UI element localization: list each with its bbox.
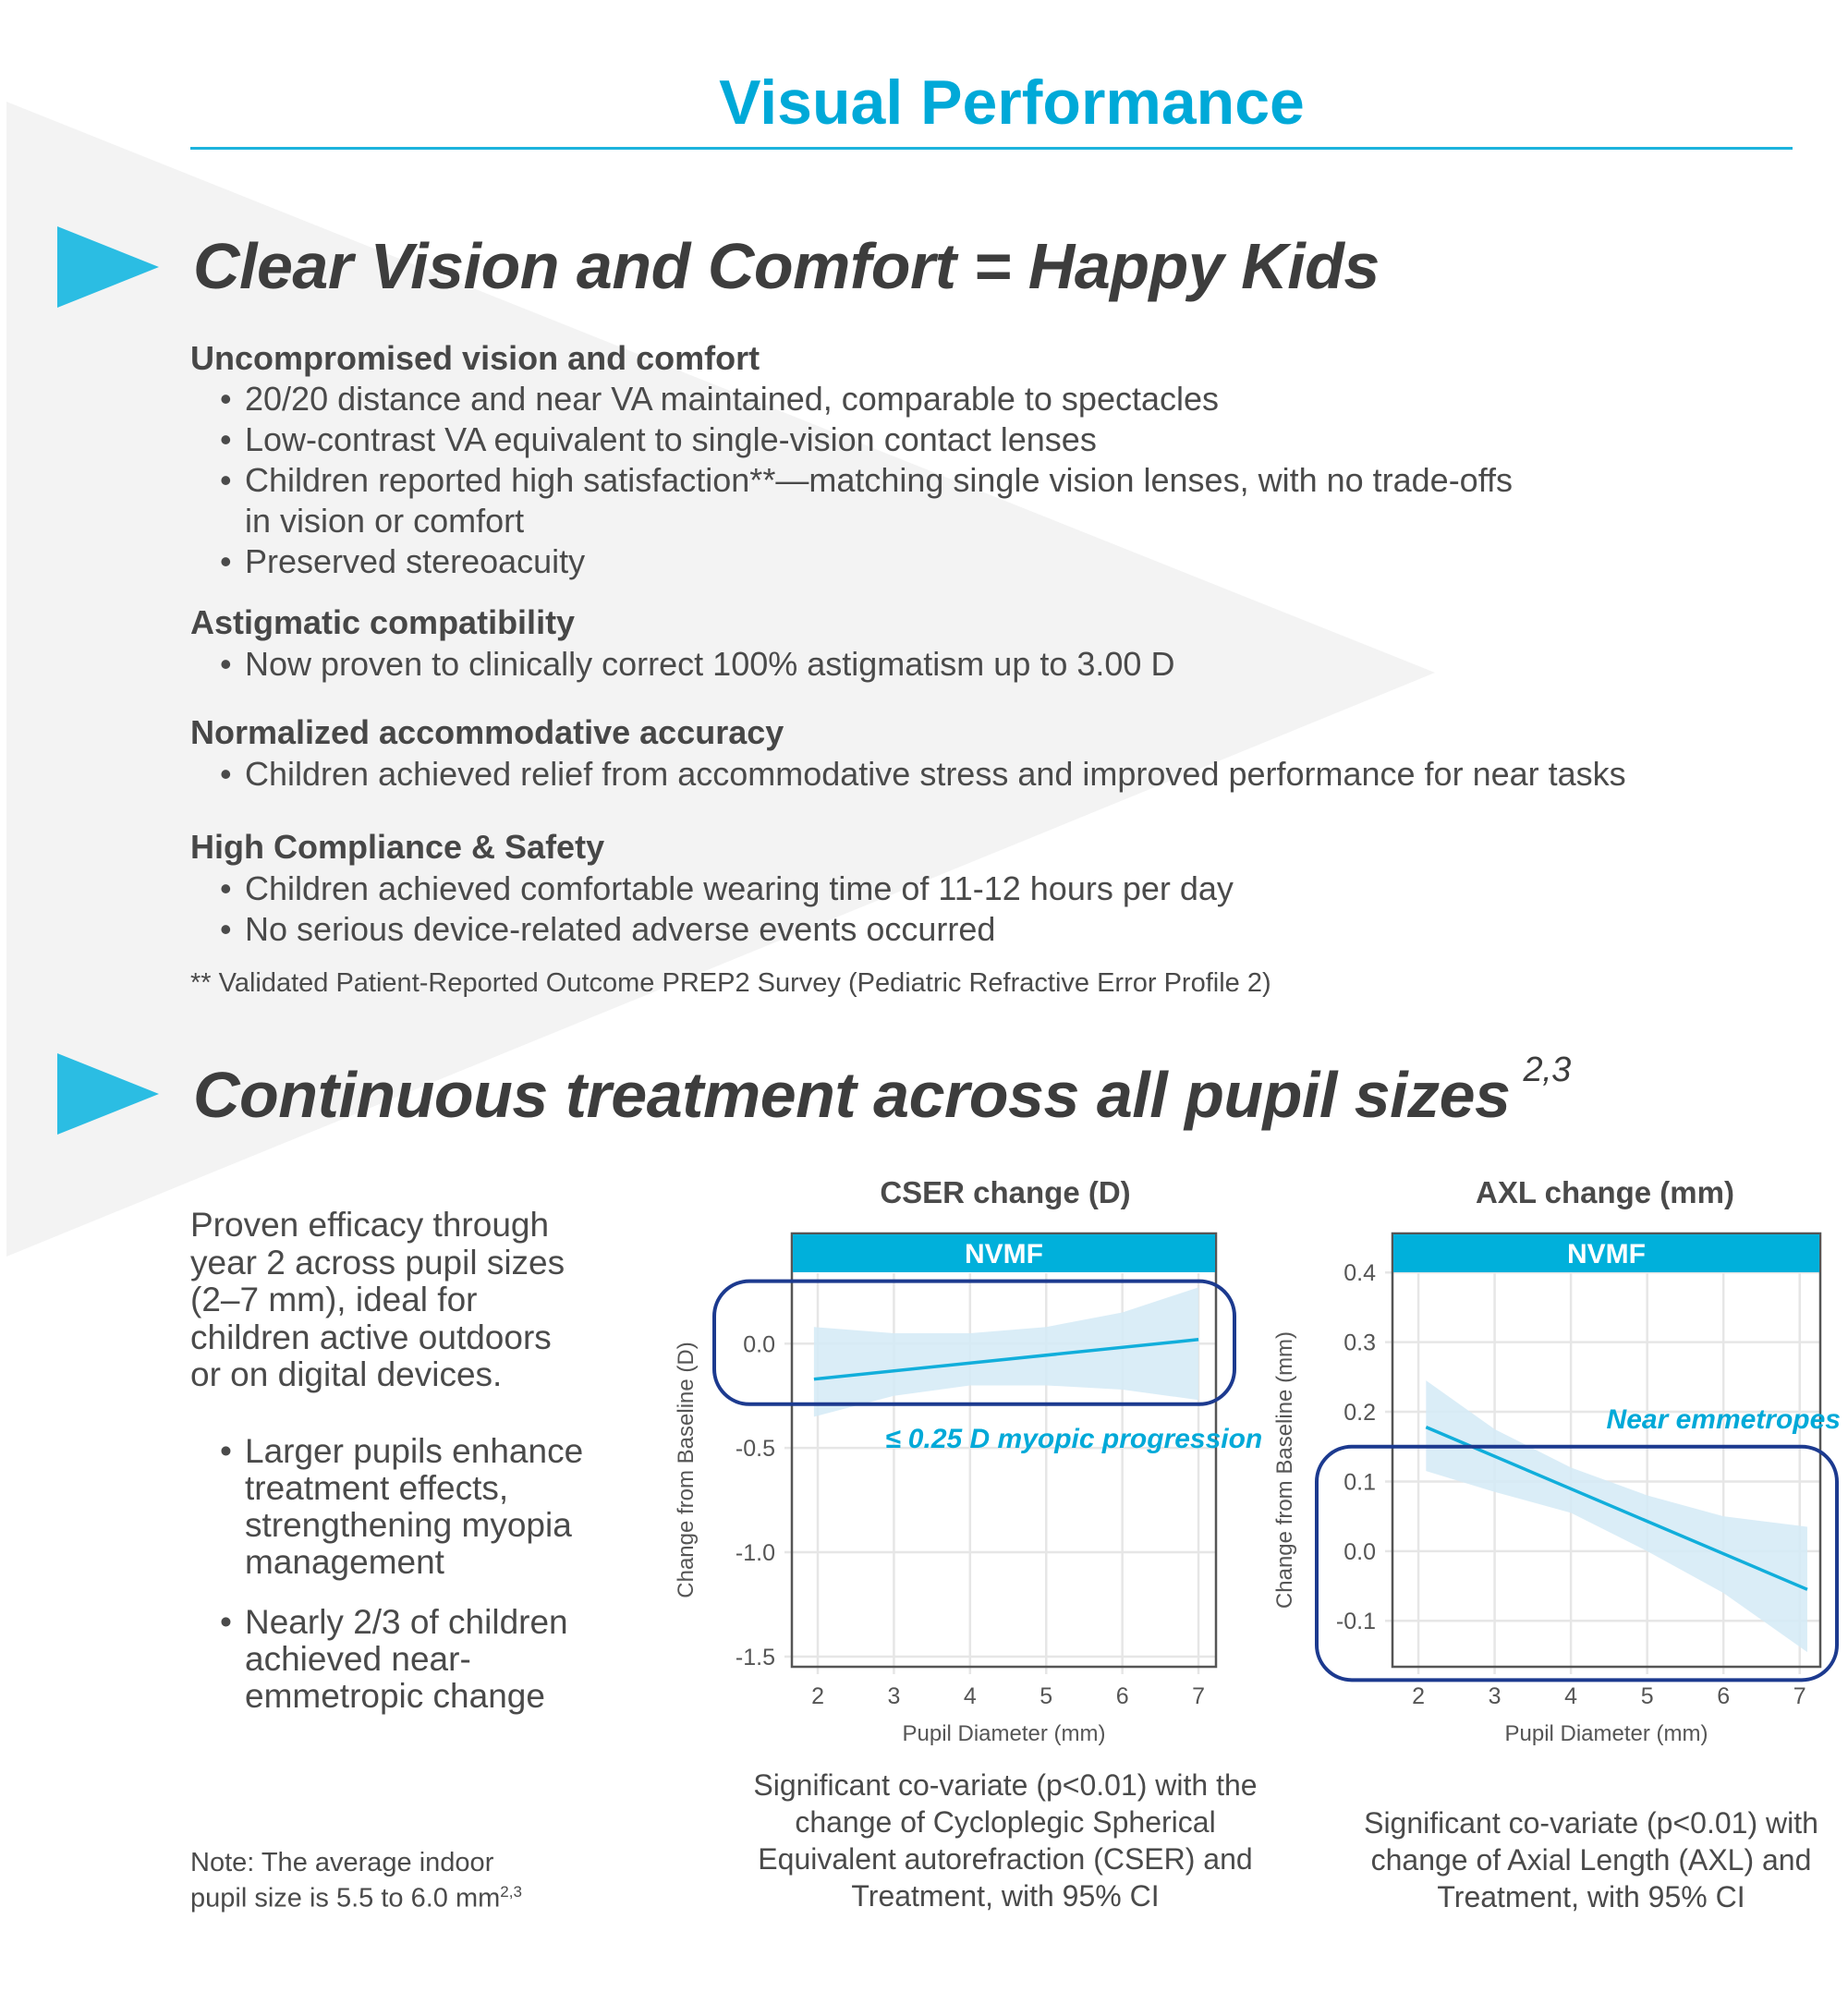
- y-tick-label: -1.0: [736, 1540, 775, 1566]
- x-tick-label: 5: [1040, 1683, 1052, 1709]
- y-tick-label: 0.0: [743, 1331, 775, 1357]
- x-tick-label: 3: [1489, 1683, 1502, 1709]
- pupil-size-note: Note: The average indoor pupil size is 5…: [190, 1848, 522, 1913]
- y-axis-label: Change from Baseline (D): [674, 1342, 699, 1597]
- y-tick-label: 0.3: [1343, 1330, 1376, 1356]
- x-tick-label: 4: [1564, 1683, 1577, 1709]
- panel-label: NVMF: [1567, 1239, 1646, 1269]
- y-tick-label: 0.4: [1343, 1260, 1376, 1286]
- cser-caption: Significant co-variate (p<0.01) with the…: [753, 1768, 1258, 1913]
- section-heading: Clear Vision and Comfort = Happy Kids: [193, 230, 1380, 302]
- reference-superscript: 2,3: [1523, 1051, 1571, 1089]
- panel-strip: [1393, 1234, 1819, 1272]
- x-tick-label: 7: [1793, 1683, 1806, 1709]
- x-tick-label: 2: [1412, 1683, 1425, 1709]
- panel-strip: [793, 1234, 1215, 1272]
- fit-line: [1425, 1426, 1808, 1591]
- group-title: Normalized accommodative accuracy: [190, 713, 784, 751]
- x-tick-label: 6: [1717, 1683, 1730, 1709]
- group-title: High Compliance & Safety: [190, 828, 605, 866]
- group-title: Uncompromised vision and comfort: [190, 339, 760, 377]
- x-tick-label: 4: [964, 1683, 977, 1709]
- x-axis-label: Pupil Diameter (mm): [902, 1721, 1105, 1746]
- section-arrow-icon: [57, 1053, 159, 1135]
- panel-label: NVMF: [965, 1239, 1043, 1269]
- y-tick-label: -1.5: [736, 1645, 775, 1670]
- callout-box: [712, 1279, 1236, 1406]
- page-title: Visual Performance: [719, 67, 1305, 138]
- y-tick-label: 0.2: [1343, 1400, 1376, 1426]
- y-tick-label: -0.5: [736, 1436, 775, 1462]
- confidence-band: [813, 1287, 1199, 1417]
- callout-label: Near emmetropes: [1607, 1404, 1841, 1435]
- x-tick-label: 7: [1192, 1683, 1205, 1709]
- y-tick-label: -0.1: [1336, 1609, 1376, 1634]
- cser-chart-title: CSER change (D): [880, 1175, 1131, 1209]
- intro-paragraph: Proven efficacy through year 2 across pu…: [190, 1206, 565, 1393]
- section-arrow-icon: [57, 226, 159, 308]
- plot-frame: [790, 1232, 1218, 1669]
- y-tick-label: 0.0: [1343, 1539, 1376, 1565]
- axl-chart-title: AXL change (mm): [1476, 1175, 1734, 1209]
- x-tick-label: 2: [811, 1683, 824, 1709]
- footnote: ** Validated Patient-Reported Outcome PR…: [190, 968, 1271, 998]
- callout-box: [1315, 1444, 1839, 1682]
- x-tick-label: 6: [1116, 1683, 1129, 1709]
- title-divider: [190, 147, 1793, 150]
- x-tick-label: 5: [1641, 1683, 1654, 1709]
- section-heading: Continuous treatment across all pupil si…: [193, 1051, 1571, 1131]
- y-axis-label: Change from Baseline (mm): [1272, 1331, 1297, 1609]
- x-axis-label: Pupil Diameter (mm): [1504, 1721, 1708, 1746]
- fit-line: [813, 1338, 1199, 1381]
- group-title: Astigmatic compatibility: [190, 603, 576, 641]
- y-tick-label: 0.1: [1343, 1469, 1376, 1495]
- x-tick-label: 3: [887, 1683, 900, 1709]
- callout-label: ≤ 0.25 D myopic progression: [885, 1424, 1262, 1454]
